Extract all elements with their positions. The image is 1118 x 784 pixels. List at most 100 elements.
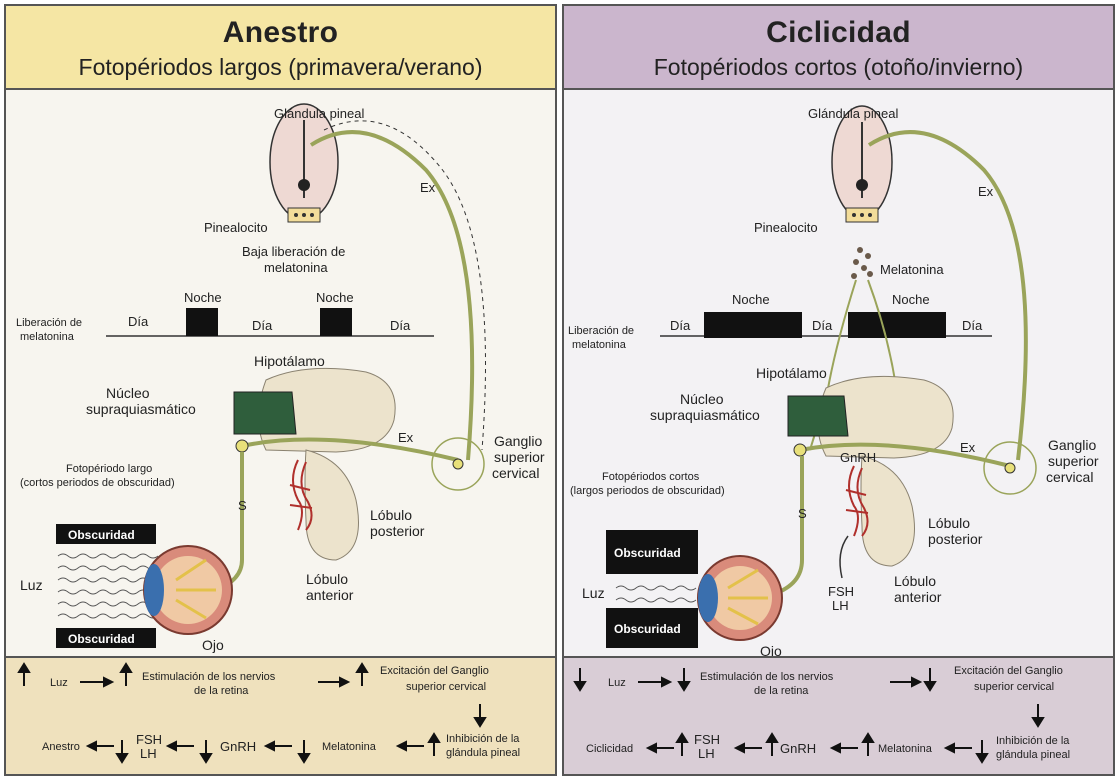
- timeline-day-2: Día: [812, 318, 833, 333]
- night-bar-2: [320, 308, 352, 336]
- posterior-lobe-label-1: Lóbulo: [370, 507, 412, 523]
- melatonin-release-label-2: melatonina: [572, 339, 627, 351]
- scn-label-2: supraquiasmático: [650, 407, 760, 423]
- ganglion-label-1: Ganglio: [1048, 437, 1096, 453]
- flow-lh: LH: [698, 746, 715, 761]
- fsh-lh-arrow: [840, 536, 848, 578]
- light-waves: [616, 586, 696, 602]
- night-bar-2: [848, 312, 946, 338]
- anterior-lobe-label-2: anterior: [894, 589, 942, 605]
- flow-stimulation-2: de la retina: [754, 685, 809, 697]
- flow-footer: Luz Estimulación de los nervios de la re…: [564, 656, 1113, 774]
- panel-anestro: Anestro Fotopériodos largos (primavera/v…: [4, 4, 557, 776]
- scn-node: [794, 444, 806, 456]
- anterior-lobe-label-1: Lóbulo: [306, 571, 348, 587]
- ganglion-node: [453, 459, 463, 469]
- flow-melatonin: Melatonina: [878, 743, 933, 755]
- ganglion-label-2: superior: [1048, 453, 1099, 469]
- hypothalamus-label: Hipotálamo: [756, 365, 827, 381]
- posterior-lobe-label-2: posterior: [370, 523, 425, 539]
- panel-title: Ciclicidad: [564, 16, 1113, 50]
- scn-node: [236, 440, 248, 452]
- flow-luz: Luz: [50, 677, 68, 689]
- flow-footer: Luz Estimulación de los nervios de la re…: [6, 656, 555, 774]
- flow-inhibition-1: Inhibición de la: [446, 733, 520, 745]
- flow-fsh: FSH: [694, 732, 720, 747]
- gnrh-label: GnRH: [840, 450, 876, 465]
- flow-inhibition-1: Inhibición de la: [996, 735, 1070, 747]
- flow-chart: Luz Estimulación de los nervios de la re…: [6, 658, 555, 772]
- ganglion-label-1: Ganglio: [494, 433, 542, 449]
- flow-ganglion-2: superior cervical: [974, 681, 1054, 693]
- darkness-label-top: Obscuridad: [614, 546, 681, 560]
- timeline-day-1: Día: [128, 314, 149, 329]
- panel-title: Anestro: [6, 16, 555, 50]
- scn: [788, 396, 848, 436]
- light-waves: [58, 554, 158, 618]
- flow-lh: LH: [140, 746, 157, 761]
- flow-melatonin: Melatonina: [322, 741, 377, 753]
- pineal-gland: [270, 104, 338, 222]
- eye: [144, 546, 232, 634]
- ex-lower-label: Ex: [398, 430, 414, 445]
- posterior-lobe-label-2: posterior: [928, 531, 983, 547]
- ganglion-node: [1005, 463, 1015, 473]
- flow-ganglion-1: Excitación del Ganglio: [954, 665, 1063, 677]
- panel-ciclicidad: Ciclicidad Fotopériodos cortos (otoño/in…: [562, 4, 1115, 776]
- melatonin-release-label-1: Liberación de: [568, 325, 634, 337]
- flow-stimulation-1: Estimulación de los nervios: [700, 671, 834, 683]
- timeline-night-2: Noche: [892, 292, 930, 307]
- ganglion-label-3: cervical: [492, 465, 539, 481]
- ex-lower-label: Ex: [960, 440, 976, 455]
- ex-upper-label: Ex: [420, 180, 436, 195]
- low-release-label-1: Baja liberación de: [242, 244, 345, 259]
- diagram-anestro: Glándula pineal Pinealocito Baja liberac…: [6, 90, 555, 658]
- photoperiod-label-2: (cortos periodos de obscuridad): [20, 477, 175, 489]
- lh-label: LH: [832, 598, 849, 613]
- flow-chart: Luz Estimulación de los nervios de la re…: [564, 658, 1113, 772]
- melatonin-granules: [851, 247, 873, 279]
- scn-label-1: Núcleo: [680, 391, 724, 407]
- ex-upper-label: Ex: [978, 184, 994, 199]
- darkness-label-top: Obscuridad: [68, 528, 135, 542]
- ganglion-label-2: superior: [494, 449, 545, 465]
- melatonin-label: Melatonina: [880, 262, 944, 277]
- fsh-label: FSH: [828, 584, 854, 599]
- flow-ciclicidad: Ciclicidad: [586, 743, 633, 755]
- scn: [234, 392, 296, 434]
- timeline-day-3: Día: [962, 318, 983, 333]
- photoperiod-label-2: (largos periodos de obscuridad): [570, 485, 725, 497]
- panel-header: Anestro Fotopériodos largos (primavera/v…: [6, 6, 555, 90]
- timeline-night-2: Noche: [316, 290, 354, 305]
- low-release-label-2: melatonina: [264, 260, 328, 275]
- timeline-day-2: Día: [252, 318, 273, 333]
- melatonin-release-label-1: Liberación de: [16, 317, 82, 329]
- eye-label: Ojo: [202, 637, 224, 653]
- flow-luz: Luz: [608, 677, 626, 689]
- eye: [698, 556, 782, 640]
- flow-inhibition-2: glándula pineal: [446, 747, 520, 759]
- flow-anestro: Anestro: [42, 741, 80, 753]
- flow-ganglion-2: superior cervical: [406, 681, 486, 693]
- darkness-label-bottom: Obscuridad: [68, 632, 135, 646]
- pinealocyte-label: Pinealocito: [754, 220, 818, 235]
- melatonin-release-label-2: melatonina: [20, 331, 75, 343]
- pituitary: [305, 450, 359, 560]
- pinealocyte-label: Pinealocito: [204, 220, 268, 235]
- ganglion-label-3: cervical: [1046, 469, 1093, 485]
- s-label: S: [798, 506, 807, 521]
- light-label: Luz: [20, 577, 43, 593]
- diagram-ciclicidad: Glándula pineal Pinealocito Melatonina E…: [564, 90, 1113, 658]
- hypothalamus-label: Hipotálamo: [254, 353, 325, 369]
- s-label: S: [238, 498, 247, 513]
- flow-fsh: FSH: [136, 732, 162, 747]
- timeline-day-3: Día: [390, 318, 411, 333]
- pineal-gland-label: Glándula pineal: [808, 106, 898, 121]
- timeline-day-1: Día: [670, 318, 691, 333]
- panel-subtitle: Fotopériodos largos (primavera/verano): [6, 54, 555, 81]
- pineal-gland: [832, 106, 892, 222]
- photoperiod-label-1: Fotopériodo largo: [66, 463, 152, 475]
- night-bar-1: [186, 308, 218, 336]
- panel-subtitle: Fotopériodos cortos (otoño/invierno): [564, 54, 1113, 81]
